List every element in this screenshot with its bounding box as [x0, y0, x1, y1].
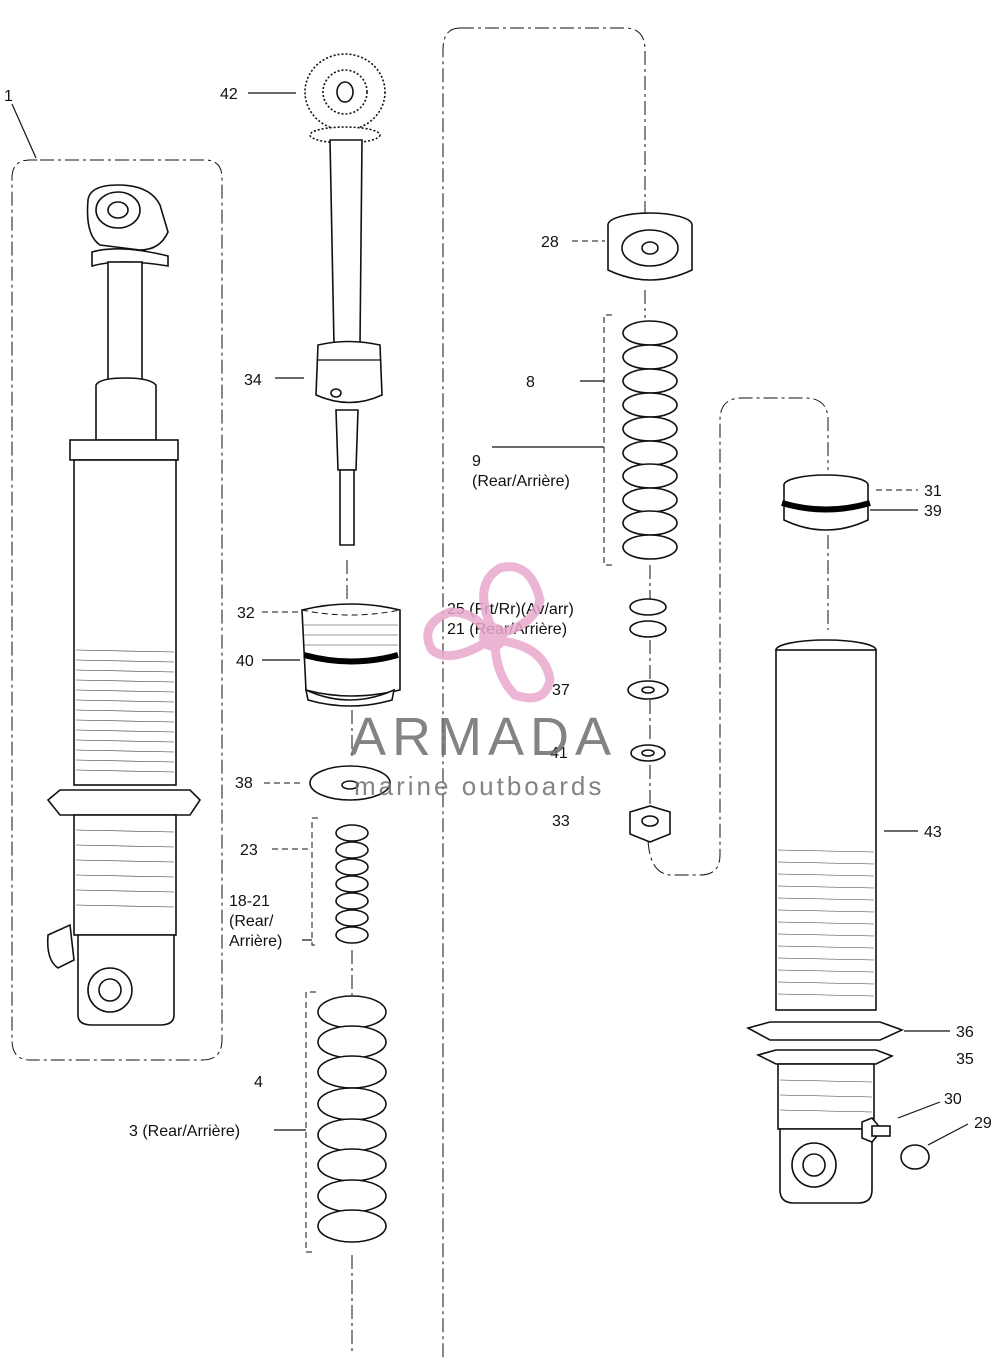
part-37-washer — [627, 680, 669, 700]
part-34-bump-stop — [315, 340, 383, 404]
label-18-21-note-1: (Rear/ — [229, 913, 274, 930]
label-32: 32 — [237, 605, 255, 622]
lower-body-hatch-1 — [75, 829, 175, 908]
label-40: 40 — [236, 653, 254, 670]
watermark-brand: ARMADA — [350, 707, 617, 767]
part-32-piston — [301, 603, 401, 707]
part-40-o-ring — [303, 652, 399, 665]
right-stack-enclosure — [442, 27, 829, 1359]
label-34: 34 — [244, 372, 262, 389]
label-35: 35 — [956, 1051, 974, 1068]
shaft — [329, 139, 363, 546]
label-18-21-note-2: Arrière) — [229, 933, 282, 950]
part-23-shim-stack — [311, 817, 369, 946]
leader-lines — [248, 92, 969, 1146]
part-41-washer — [630, 744, 666, 762]
part-30-valve — [861, 1117, 891, 1143]
part-36-ring — [745, 1021, 905, 1041]
part-43-body — [775, 639, 877, 1011]
part-25-21-washers — [629, 598, 667, 638]
watermark-tagline: marine outboards — [354, 771, 604, 801]
propeller-logo-icon — [423, 562, 555, 703]
part-29-cap — [900, 1144, 930, 1170]
part-4-shim-stack — [305, 991, 387, 1253]
label-9: 9 — [472, 453, 481, 470]
label-9-note: (Rear/Arrière) — [472, 473, 570, 490]
part-42-ball-joint — [304, 53, 386, 144]
label-37: 37 — [552, 682, 570, 699]
label-30: 30 — [944, 1091, 962, 1108]
part-31-39-cap-and-seal — [781, 474, 871, 531]
armada-watermark: ARMADA marine outboards — [350, 562, 617, 801]
label-33: 33 — [552, 813, 570, 830]
label-43: 43 — [924, 824, 942, 841]
center-axis — [346, 560, 353, 1355]
spring-coil-hatch-1 — [75, 649, 175, 773]
part-33-nut — [629, 805, 671, 843]
label-31: 31 — [924, 483, 942, 500]
part-38-washer — [309, 765, 391, 801]
label-36: 36 — [956, 1024, 974, 1041]
label-4: 4 — [254, 1074, 263, 1091]
label-8: 8 — [526, 374, 535, 391]
part-8-shim-stack — [603, 314, 678, 566]
label-3: 3 (Rear/Arrière) — [129, 1123, 240, 1140]
part-28-top-cap — [607, 212, 693, 281]
label-1: 1 — [4, 88, 13, 105]
label-39: 39 — [924, 503, 942, 520]
label-29: 29 — [974, 1115, 992, 1132]
label-38: 38 — [235, 775, 253, 792]
part-35-ring — [755, 1049, 894, 1065]
label-42: 42 — [220, 86, 238, 103]
label-18-21: 18-21 — [229, 893, 270, 910]
label-23: 23 — [240, 842, 258, 859]
label-28: 28 — [541, 234, 559, 251]
label-41: 41 — [550, 745, 568, 762]
shock-assembly-1 — [11, 103, 223, 1061]
part-43-lower — [777, 1063, 875, 1204]
